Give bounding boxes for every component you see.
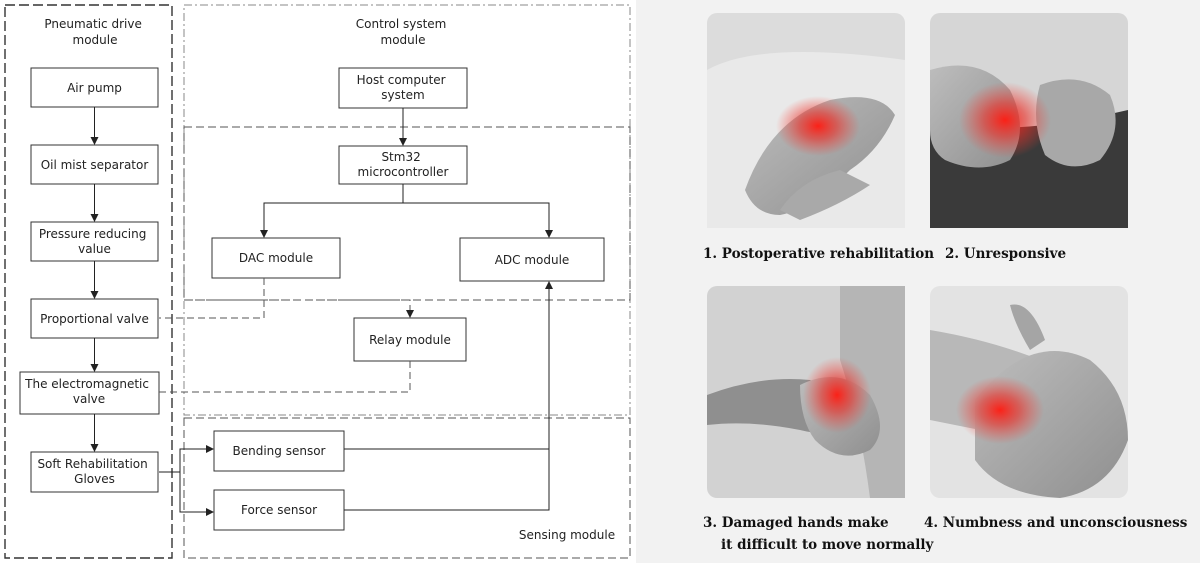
pressure-reducing-line1: Pressure reducing: [39, 227, 146, 241]
bending-sensor-label: Bending sensor: [233, 444, 326, 458]
node-electromagnetic-valve: The electromagnetic valve: [19, 371, 160, 415]
node-adc: ADC module: [459, 237, 605, 282]
soft-gloves-label: Soft Rehabilitation Gloves: [37, 457, 151, 486]
pneumatic-title-line2: module: [73, 33, 118, 47]
control-module-title: Control system module: [356, 17, 450, 47]
arrow-gloves-to-bending: [159, 445, 214, 473]
pneumatic-title-line1: Pneumatic drive: [44, 17, 141, 31]
photo3-caption-line2: it difficult to move normally: [721, 537, 935, 553]
stm32-label: Stm32 microcontroller: [358, 150, 449, 179]
soft-gloves-line1: Soft Rehabilitation: [37, 457, 147, 471]
photo3-caption-line1: 3. Damaged hands make: [703, 515, 889, 531]
node-force-sensor: Force sensor: [213, 489, 345, 531]
photo-damaged-hands: [707, 286, 905, 498]
pneumatic-module-title: Pneumatic drive module: [44, 17, 145, 47]
control-title-line2: module: [381, 33, 426, 47]
photo2-caption: 2. Unresponsive: [945, 246, 1066, 262]
photo1-caption: 1. Postoperative rehabilitation: [703, 246, 934, 262]
red-highlight: [803, 357, 871, 433]
oil-mist-label: Oil mist separator: [41, 158, 149, 172]
red-highlight: [959, 82, 1051, 158]
dac-label: DAC module: [239, 251, 313, 265]
electromagnetic-line2: valve: [73, 392, 105, 406]
host-computer-line2: system: [381, 88, 424, 102]
relay-label: Relay module: [369, 333, 451, 347]
sensing-module-border: [183, 417, 631, 559]
node-bending-sensor: Bending sensor: [213, 430, 345, 472]
photo-postoperative: [707, 13, 905, 228]
node-pressure-reducing: Pressure reducing value: [30, 221, 159, 262]
hand-right-shape: [1036, 79, 1116, 167]
host-computer-label: Host computer system: [357, 73, 450, 102]
soft-gloves-line2: Gloves: [74, 472, 115, 486]
fingers-shape: [1010, 304, 1045, 350]
photo-unresponsive: [930, 13, 1128, 228]
arrow-bending-to-adc: [344, 281, 553, 450]
fingers-shape: [780, 170, 870, 220]
control-title-line1: Control system: [356, 17, 447, 31]
photo-panel: 1. Postoperative rehabilitation 2. Unres…: [636, 0, 1200, 563]
sensing-module-title: Sensing module: [519, 528, 615, 542]
photo-numbness: [930, 286, 1128, 498]
air-pump-label: Air pump: [67, 81, 122, 95]
arrow-gloves-to-force: [179, 472, 214, 516]
stm32-line2: microcontroller: [358, 165, 449, 179]
pressure-reducing-line2: value: [78, 242, 111, 256]
node-air-pump: Air pump: [30, 67, 159, 108]
node-host-computer: Host computer system: [338, 67, 468, 109]
node-proportional-valve: Proportional valve: [30, 298, 159, 339]
stm32-line1: Stm32: [381, 150, 420, 164]
node-soft-gloves: Soft Rehabilitation Gloves: [30, 451, 159, 493]
link-dac-to-proportional: [159, 278, 265, 319]
electromagnetic-line1: The electromagnetic: [24, 377, 149, 391]
node-stm32: Stm32 microcontroller: [338, 145, 468, 185]
block-diagram: Pneumatic drive module Control system mo…: [4, 4, 631, 559]
arrow-stm32-to-dac: [260, 184, 404, 238]
force-sensor-label: Force sensor: [241, 503, 317, 517]
adc-label: ADC module: [495, 253, 570, 267]
proportional-valve-label: Proportional valve: [40, 312, 149, 326]
body-shape: [840, 286, 905, 498]
node-dac: DAC module: [211, 237, 341, 279]
node-oil-mist-separator: Oil mist separator: [30, 144, 159, 185]
line-force-to-adc: [344, 449, 550, 511]
red-highlight: [956, 376, 1044, 444]
pneumatic-module-border: [4, 4, 173, 559]
pressure-reducing-label: Pressure reducing value: [39, 227, 150, 256]
link-stm32-to-relay: [184, 299, 414, 318]
host-computer-line1: Host computer: [357, 73, 446, 87]
red-highlight: [776, 96, 860, 156]
arrow-stm32-to-adc: [403, 202, 553, 238]
link-relay-to-electromagnetic: [159, 361, 411, 393]
photo4-caption: 4. Numbness and unconsciousness: [924, 515, 1188, 531]
node-relay: Relay module: [353, 317, 467, 362]
electromagnetic-valve-label: The electromagnetic valve: [24, 377, 153, 406]
